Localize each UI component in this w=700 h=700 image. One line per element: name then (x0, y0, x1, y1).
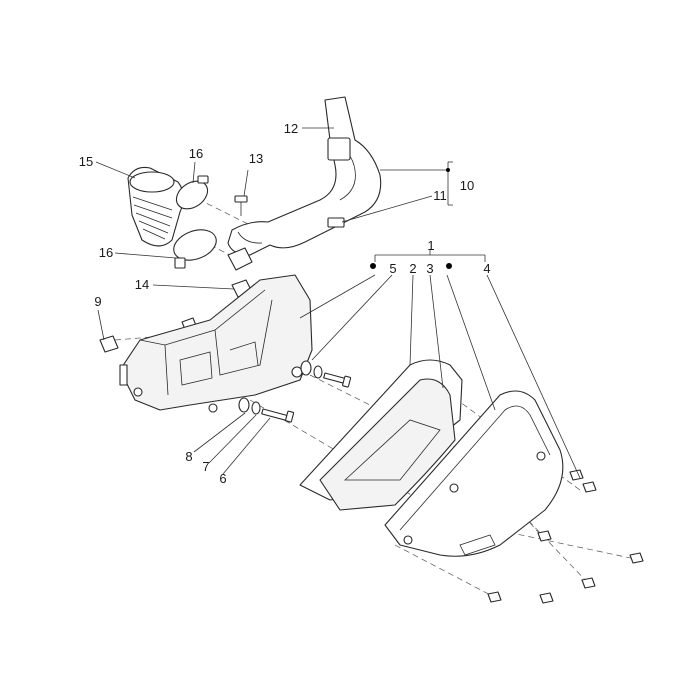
filter-cover-4 (384, 390, 564, 557)
filter-element-3 (319, 378, 456, 511)
callout-12: 12 (284, 121, 298, 136)
callout-marker (446, 168, 450, 172)
callout-11: 11 (433, 188, 447, 203)
callout-6: 6 (219, 471, 226, 486)
filter-housing (119, 274, 313, 413)
washer-7 (251, 401, 261, 415)
bolt-right (300, 360, 352, 388)
callout-10: 10 (460, 178, 474, 193)
hose-clamp-16-bottom (173, 229, 217, 269)
callout-14: 14 (135, 277, 149, 292)
nut-9 (99, 335, 119, 353)
callout-2: 2 (409, 261, 416, 276)
callout-marker (446, 263, 452, 269)
leader-lines (95, 127, 581, 479)
callout-16-bottom: 16 (99, 245, 113, 260)
cover-screws (487, 469, 644, 604)
callout-labels: 1 2 3 4 5 6 7 8 9 10 11 12 13 14 15 16 1… (79, 121, 491, 486)
callout-16-top: 16 (189, 146, 203, 161)
callout-3: 3 (426, 261, 433, 276)
callout-13: 13 (249, 151, 263, 166)
callout-7: 7 (202, 459, 209, 474)
hose-clamp-16-top (175, 175, 209, 210)
callout-9: 9 (94, 294, 101, 309)
callout-4: 4 (483, 261, 490, 276)
clip-11 (327, 217, 345, 228)
bellows-intake-15 (127, 166, 185, 247)
bolt-6 (261, 408, 295, 423)
duct-mount (227, 247, 253, 271)
callout-marker (370, 263, 376, 269)
callout-5: 5 (389, 261, 396, 276)
intake-duct-10 (227, 96, 382, 256)
callout-8: 8 (185, 449, 192, 464)
callout-15: 15 (79, 154, 93, 169)
callout-1: 1 (427, 238, 434, 253)
spacer-8 (238, 397, 250, 413)
screw-13 (234, 195, 248, 216)
